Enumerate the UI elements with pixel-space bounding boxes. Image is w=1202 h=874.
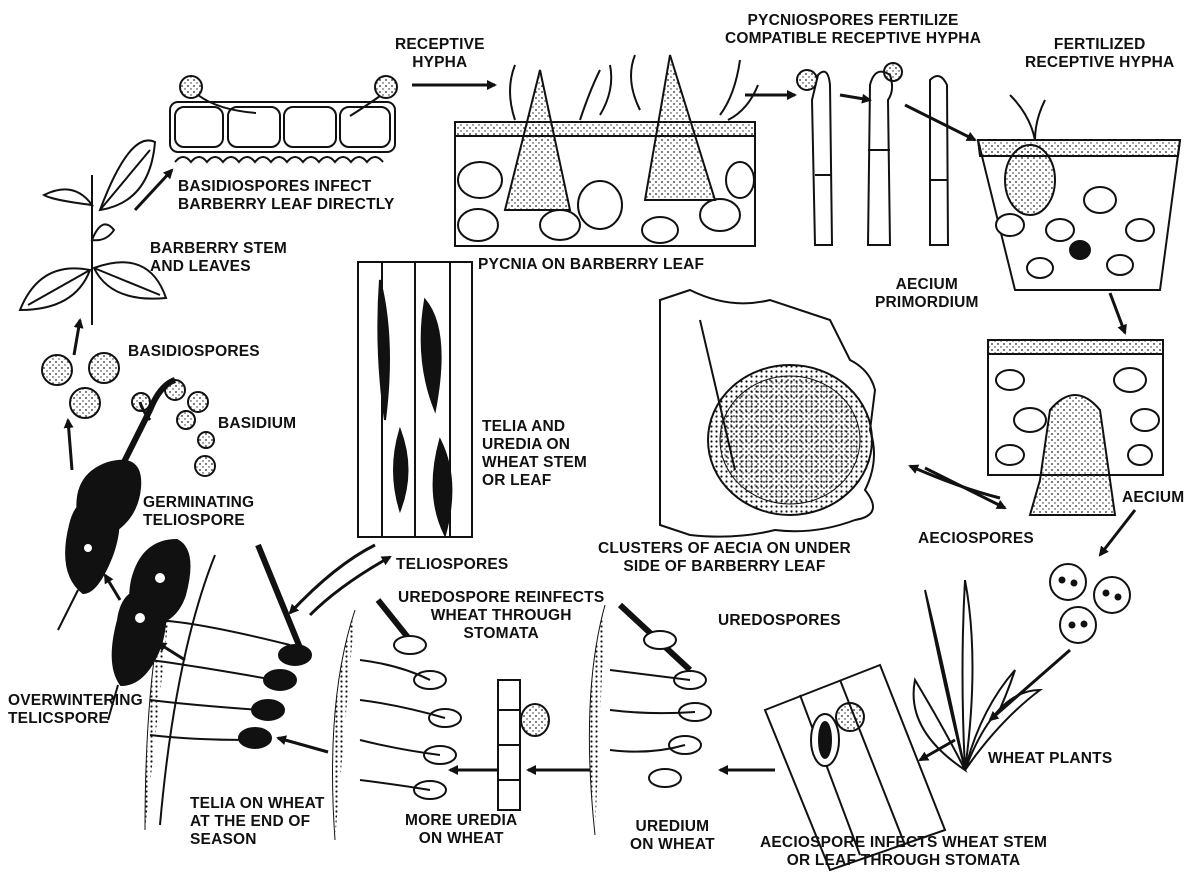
label-aecium: AECIUM: [1122, 489, 1184, 507]
receptive-hyphae: [797, 63, 948, 245]
aecium-primordium-section: [978, 95, 1180, 290]
label-aeciospores: AECIOSPORES: [918, 530, 1034, 548]
label-more-uredia: MORE UREDIA ON WHEAT: [405, 812, 517, 848]
label-receptive-hypha: RECEPTIVE HYPHA: [395, 36, 485, 72]
uredium-on-wheat: [589, 605, 711, 835]
label-aeciospore-infects: AECIOSPORE INFECTS WHEAT STEM OR LEAF TH…: [760, 834, 1047, 870]
basidium: [120, 380, 215, 476]
barberry-leaf-aecia: [660, 290, 875, 537]
label-wheat-plants: WHEAT PLANTS: [988, 750, 1112, 768]
label-telia-end-season: TELIA ON WHEAT AT THE END OF SEASON: [190, 795, 325, 849]
label-pycniospores-fertilize: PYCNIOSPORES FERTILIZE COMPATIBLE RECEPT…: [725, 12, 981, 48]
label-aecium-primordium: AECIUM PRIMORDIUM: [875, 276, 979, 312]
uredospore-germination: [498, 680, 549, 810]
label-telia-uredia: TELIA AND UREDIA ON WHEAT STEM OR LEAF: [482, 418, 587, 490]
label-basidiospores: BASIDIOSPORES: [128, 343, 260, 361]
label-fertilized-receptive-hypha: FERTILIZED RECEPTIVE HYPHA: [1025, 36, 1174, 72]
label-pycnia: PYCNIA ON BARBERRY LEAF: [478, 256, 704, 274]
label-teliospores: TELIOSPORES: [396, 556, 508, 574]
label-uredium: UREDIUM ON WHEAT: [630, 818, 715, 854]
label-uredospores: UREDOSPORES: [718, 612, 841, 630]
pycnia-leaf-section: [455, 55, 758, 246]
label-uredospore-reinfects: UREDOSPORE REINFECTS WHEAT THROUGH STOMA…: [398, 589, 604, 643]
basidiospores-cluster: [42, 353, 119, 418]
wheat-stem-telia-uredia: [358, 262, 472, 537]
wheat-plants: [914, 580, 1040, 770]
label-barberry-stem: BARBERRY STEM AND LEAVES: [150, 240, 287, 276]
aeciospores-spores: [1050, 564, 1130, 643]
label-overwintering: OVERWINTERING TELICSPORE: [8, 692, 143, 728]
label-basidiospores-infect: BASIDIOSPORES INFECT BARBERRY LEAF DIREC…: [178, 178, 395, 214]
label-basidium: BASIDIUM: [218, 415, 296, 433]
telia-on-wheat: [145, 545, 311, 830]
label-clusters-aecia: CLUSTERS OF AECIA ON UNDER SIDE OF BARBE…: [598, 540, 851, 576]
barberry-stem-leaves: [20, 140, 166, 325]
barberry-leaf-epidermis: [170, 76, 397, 162]
label-germinating-teliospore: GERMINATING TELIOSPORE: [143, 494, 254, 530]
